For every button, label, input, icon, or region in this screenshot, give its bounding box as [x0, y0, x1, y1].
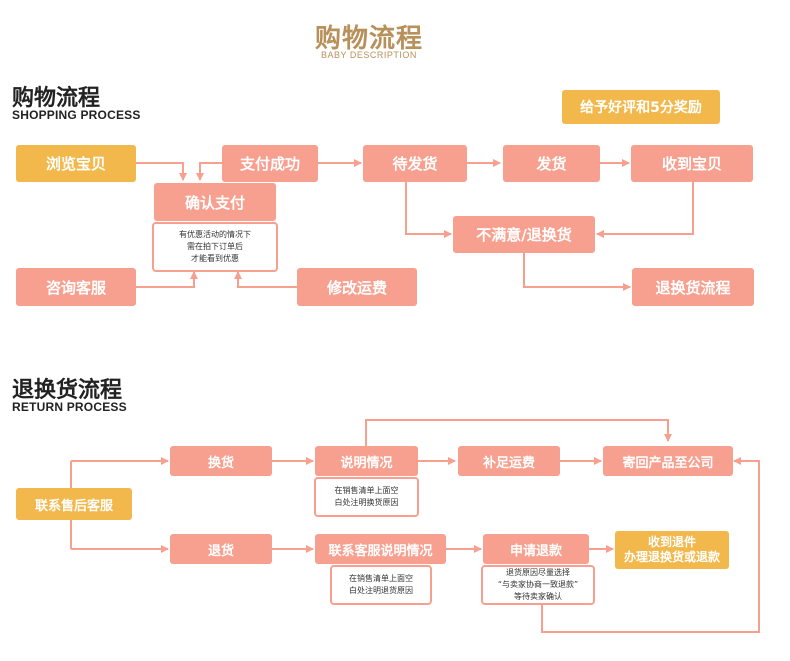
arrow-pending-unsatisfied: [405, 181, 452, 238]
arrow-browse-confirm: [136, 162, 187, 181]
pay-success-box: 支付成功: [222, 145, 318, 182]
confirm-note-line-3: 才能看到优惠: [191, 254, 239, 263]
header-subtitle: BABY DESCRIPTION: [321, 50, 417, 60]
receive-return-box: 收到退件 办理退换货或退款: [615, 531, 729, 569]
explain-note-line-1: 在销售清单上面空: [334, 486, 399, 495]
pending-ship-box: 待发货: [363, 145, 467, 182]
arrow-modify-note: [234, 271, 297, 288]
arrow-unsatisfied-return: [523, 253, 631, 291]
shopping-subtitle: SHOPPING PROCESS: [12, 108, 141, 122]
receive-return-line-1: 收到退件: [647, 535, 696, 549]
arrow-pay-confirm: [196, 162, 222, 181]
explain-note-line-2: 白处注明换货原因: [334, 498, 399, 507]
arrow-applynote-sendback: [541, 457, 760, 633]
confirm-note-line-1: 有优惠活动的情况下: [179, 230, 251, 239]
confirm-note-line-2: 需在拍下订单后: [187, 242, 243, 251]
header-title: 购物流程: [315, 24, 424, 54]
apply-refund-box: 申请退款: [483, 534, 589, 564]
exchange-box: 换货: [170, 446, 272, 476]
send-back-box: 寄回产品至公司: [603, 446, 733, 476]
contact-note-line-1: 在销售清单上面空: [349, 574, 413, 583]
reward-box: 给予好评和5分奖励: [562, 90, 720, 124]
apply-note-line-1: 退货原因尽量选择: [505, 568, 570, 577]
apply-note-line-3: 等待卖家确认: [513, 592, 562, 601]
received-box: 收到宝贝: [631, 145, 753, 182]
arrow-consult-note: [136, 271, 198, 288]
consult-box: 咨询客服: [16, 268, 136, 306]
apply-note-line-2: “与卖家协商一致退款”: [497, 580, 579, 589]
returns-title: 退换货流程: [12, 378, 123, 403]
arrow-explain-sendback-top: [365, 419, 672, 446]
contact-explain-box: 联系客服说明情况: [315, 534, 446, 564]
confirm-note: 有优惠活动的情况下 需在拍下订单后 才能看到优惠: [152, 222, 278, 272]
apply-note: 退货原因尽量选择 “与卖家协商一致退款” 等待卖家确认: [481, 565, 595, 605]
confirm-pay-box: 确认支付: [154, 183, 276, 221]
contact-aftersale-box: 联系售后客服: [16, 488, 132, 520]
refund-box: 退货: [170, 534, 272, 564]
arrow-received-unsatisfied: [596, 181, 694, 238]
contact-note-line-2: 白处注明退货原因: [349, 586, 413, 595]
browse-box: 浏览宝贝: [16, 145, 136, 182]
add-freight-box: 补足运费: [458, 446, 560, 476]
explain-box: 说明情况: [315, 446, 418, 476]
contact-note: 在销售清单上面空 白处注明退货原因: [330, 565, 432, 605]
shopping-title: 购物流程: [12, 86, 101, 111]
unsatisfied-box: 不满意/退换货: [453, 216, 595, 253]
returns-subtitle: RETURN PROCESS: [12, 400, 127, 414]
return-process-box: 退换货流程: [632, 268, 754, 306]
modify-freight-box: 修改运费: [297, 268, 417, 306]
explain-note: 在销售清单上面空 白处注明换货原因: [314, 477, 419, 517]
receive-return-line-2: 办理退换货或退款: [623, 550, 720, 564]
ship-box: 发货: [503, 145, 600, 182]
